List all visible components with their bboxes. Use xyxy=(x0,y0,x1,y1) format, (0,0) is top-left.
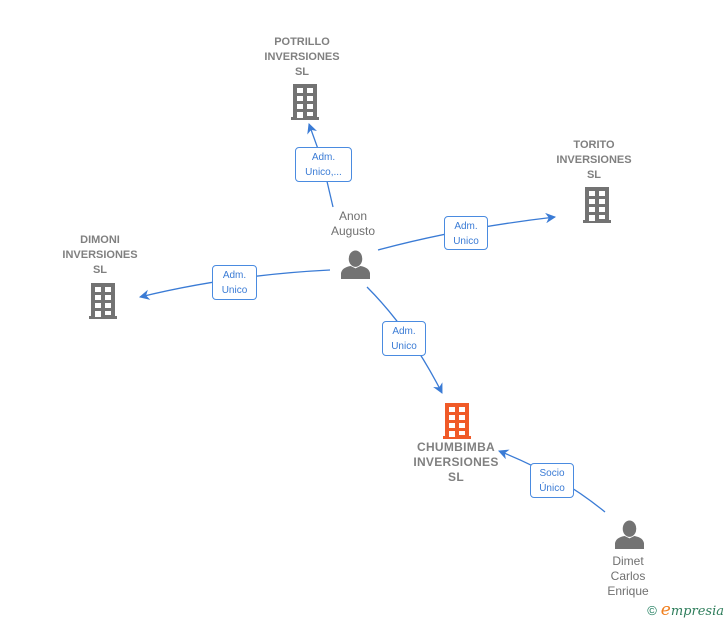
building-icon[interactable] xyxy=(291,84,319,120)
edge-label-anon-dimoni[interactable]: Adm. Unico xyxy=(212,265,257,300)
person-icon[interactable] xyxy=(341,250,370,279)
person-icon[interactable] xyxy=(615,520,644,549)
node-label-dimoni[interactable]: DIMONI INVERSIONES SL xyxy=(62,234,138,276)
edge-label-anon-chumbimba[interactable]: Adm. Unico xyxy=(382,321,426,356)
building-icon[interactable] xyxy=(583,187,611,223)
node-label-anon[interactable]: Anon Augusto xyxy=(330,209,376,238)
edge-label-anon-potrillo[interactable]: Adm. Unico,... xyxy=(295,147,352,182)
footer-credit: © empresia xyxy=(647,600,724,620)
empresia-logo[interactable]: empresia xyxy=(660,600,724,620)
copyright-icon: © xyxy=(647,602,657,618)
building-icon[interactable] xyxy=(89,283,117,319)
edge-label-anon-torito[interactable]: Adm. Unico xyxy=(444,216,488,250)
node-label-chumbimba[interactable]: CHUMBIMBA INVERSIONES SL xyxy=(413,440,499,484)
node-label-torito[interactable]: TORITO INVERSIONES SL xyxy=(556,139,632,181)
edge-label-dimet-chumbimba[interactable]: Socio Único xyxy=(530,463,574,498)
building-icon[interactable] xyxy=(443,403,471,439)
node-label-potrillo[interactable]: POTRILLO INVERSIONES SL xyxy=(264,36,340,78)
node-label-dimet[interactable]: Dimet Carlos Enrique xyxy=(607,554,649,598)
